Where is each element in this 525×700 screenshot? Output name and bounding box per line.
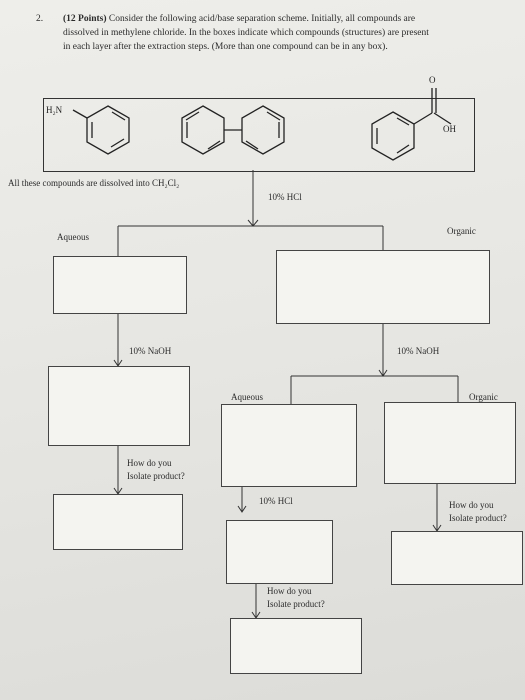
layer-label-organic-2: Organic	[469, 392, 498, 402]
answer-box-aqueous-hcl-2[interactable]	[226, 520, 333, 584]
reagent-hcl-2: 10% HCl	[259, 496, 293, 506]
hydroxyl-label: OH	[443, 124, 456, 134]
reagent-hcl-1: 10% HCl	[268, 192, 302, 202]
question-line-1-text: Consider the following acid/base separat…	[106, 14, 416, 24]
question-line-1: (12 Points) Consider the following acid/…	[63, 14, 415, 24]
solvent-note: All these compounds are dissolved into C…	[8, 178, 180, 188]
question-points: (12 Points)	[63, 14, 107, 24]
answer-box-organic-naoh[interactable]	[384, 402, 516, 484]
layer-label-organic-1: Organic	[447, 226, 476, 236]
starting-compounds-box	[43, 98, 475, 172]
biphenyl-structure	[181, 105, 285, 155]
answer-box-isolated-left[interactable]	[53, 494, 183, 550]
carbonyl-oxygen-label: O	[429, 75, 436, 85]
reagent-naoh-left: 10% NaOH	[129, 346, 172, 356]
question-line-2: dissolved in methylene chloride. In the …	[63, 28, 429, 38]
question-line-3: in each layer after the extraction steps…	[63, 42, 388, 52]
layer-label-aqueous-1: Aqueous	[57, 232, 89, 242]
answer-box-isolated-right[interactable]	[391, 531, 523, 585]
isolate-question-right-line-2: Isolate product?	[449, 513, 507, 523]
answer-box-aqueous-naoh-right[interactable]	[221, 404, 357, 487]
isolate-question-center-line-2: Isolate product?	[267, 599, 325, 609]
aniline-structure	[72, 105, 130, 155]
reagent-naoh-right: 10% NaOH	[397, 346, 440, 356]
isolate-question-left-line-2: Isolate product?	[127, 471, 185, 481]
amine-label: H₂N	[46, 105, 63, 115]
compound-structures: H₂N O OH	[46, 75, 456, 161]
answer-box-aqueous-naoh-left[interactable]	[48, 366, 190, 446]
answer-box-aqueous-hcl[interactable]	[53, 256, 187, 314]
isolate-question-left-line-1: How do you	[127, 458, 172, 468]
isolate-question-right-line-1: How do you	[449, 500, 494, 510]
isolate-question-center-line-1: How do you	[267, 586, 312, 596]
layer-label-aqueous-2: Aqueous	[231, 392, 263, 402]
answer-box-isolated-center[interactable]	[230, 618, 362, 674]
benzoic-acid-structure	[371, 88, 452, 161]
question-number: 2.	[36, 14, 44, 24]
answer-box-organic-hcl[interactable]	[276, 250, 490, 324]
